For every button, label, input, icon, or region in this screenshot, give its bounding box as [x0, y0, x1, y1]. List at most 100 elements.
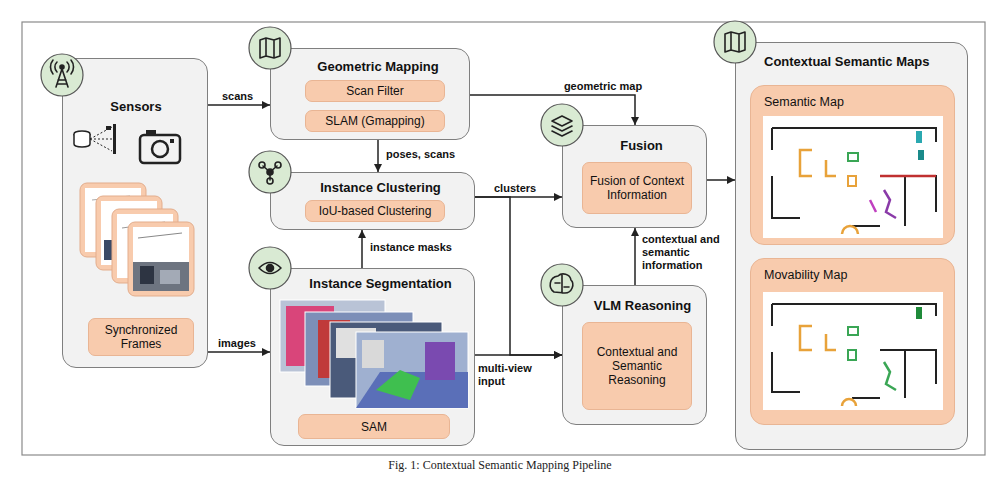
sensor-panel: SensorsSynchronized Frames	[62, 58, 208, 368]
segmentation-photos	[280, 300, 468, 408]
node-text: SLAM (Gmapping)	[325, 114, 424, 128]
map-icon-part	[714, 21, 756, 63]
connector-arrow	[475, 197, 562, 355]
frame-stack-part	[101, 201, 157, 265]
frame-stack-part	[128, 222, 194, 296]
semantic-map-image-part	[848, 153, 858, 161]
movability-map-image-part	[842, 399, 856, 406]
node-text: SAM	[361, 420, 387, 434]
process-box: Scan Filter	[305, 80, 445, 102]
frame-stack-part	[140, 266, 154, 284]
map-icon-part	[249, 27, 291, 69]
sensor-illustration-part	[152, 141, 168, 157]
semantic-map-image	[763, 116, 943, 238]
brain-icon-part	[541, 264, 583, 306]
brain-icon	[541, 264, 583, 306]
edge-label: clusters	[494, 182, 554, 195]
semantic-map-image-part	[884, 190, 896, 218]
node-text: Fusion	[583, 138, 700, 154]
movability-map-image-part	[884, 362, 896, 390]
outer-frame	[22, 22, 985, 455]
movability-map-image-part	[916, 307, 922, 319]
sensor-illustration-part	[113, 124, 116, 154]
map-icon	[714, 21, 756, 63]
semantic-map-image-part	[918, 150, 924, 160]
frame-stack-part	[133, 262, 189, 291]
node-text: Scan Filter	[346, 84, 403, 98]
frame-stack-part	[112, 209, 178, 283]
sensor-illustration-part	[74, 131, 90, 137]
segmentation-photos-part	[305, 312, 413, 386]
eye-icon-part	[267, 265, 274, 272]
segmentation-photos-part	[362, 340, 384, 368]
segmentation-photos-part	[286, 306, 334, 366]
module-panel: Geometric MappingScan FilterSLAM (Gmappi…	[270, 48, 470, 140]
cluster-icon-part	[249, 151, 291, 193]
process-box: SAM	[298, 414, 450, 439]
tower-icon-part	[60, 65, 64, 69]
sensor-illustration-part	[170, 139, 174, 143]
tower-icon-part	[50, 60, 73, 74]
semantic-map-image-part	[772, 128, 936, 226]
frame-stack-part	[138, 233, 182, 238]
node-text: Contextual and Semantic Reasoning	[589, 345, 685, 387]
cluster-icon	[249, 151, 291, 193]
node-text: Movability Map	[764, 268, 946, 283]
process-box: Contextual and Semantic Reasoning	[582, 322, 692, 410]
segmentation-photos-part	[280, 300, 385, 372]
map-panel: Movability Map	[750, 258, 955, 425]
process-box: Synchronized Frames	[88, 318, 194, 356]
segmentation-photos-part	[356, 372, 468, 408]
tower-icon	[41, 54, 83, 96]
layers-icon-part	[541, 104, 583, 146]
eye-icon-part	[259, 263, 281, 274]
sensor-illustration-part	[90, 127, 112, 151]
semantic-map-image-part	[842, 226, 858, 234]
frame-stack-part	[160, 270, 180, 284]
map-icon-part	[725, 32, 745, 52]
movability-map-image-part	[848, 327, 858, 335]
figure-caption: Fig. 1: Contextual Semantic Mapping Pipe…	[250, 458, 750, 472]
segmentation-photos-part	[318, 320, 350, 378]
cluster-icon-part	[267, 178, 273, 184]
sensor-illustration-part	[74, 134, 90, 147]
edge-label: scans	[222, 90, 272, 103]
frame-stack-part	[96, 196, 162, 270]
segmentation-photos-part	[376, 370, 420, 400]
node-text: Geometric Mapping	[293, 59, 463, 75]
layers-icon-part	[552, 116, 572, 136]
cluster-icon-part	[275, 162, 281, 168]
movability-map-image	[763, 292, 943, 410]
node-text: Sensors	[71, 99, 201, 115]
edge-label: images	[218, 337, 268, 350]
tower-icon-part	[41, 54, 83, 96]
module-panel: FusionFusion of Context Information	[562, 125, 707, 228]
node-text: Fusion of Context Information	[589, 174, 685, 202]
brain-icon-part	[550, 274, 573, 293]
frame-stack-part	[117, 214, 173, 278]
semantic-map-image-part	[800, 150, 812, 176]
frame-stack-part	[104, 240, 126, 260]
layers-icon	[541, 104, 583, 146]
cluster-icon-part	[267, 169, 273, 175]
segmentation-photos-part	[330, 322, 442, 398]
frame-stack-part	[80, 183, 146, 257]
edge-label: multi-view input	[478, 362, 544, 388]
node-text: Instance Clustering	[293, 180, 468, 196]
tower-icon-part	[56, 69, 68, 87]
segmentation-photos-part	[425, 342, 455, 380]
frame-stack-part	[133, 227, 189, 291]
movability-map-image-part	[763, 292, 943, 410]
sensor-illustration-part	[106, 126, 111, 130]
outer-frame-part	[22, 22, 985, 455]
movability-map-image-part	[848, 350, 856, 360]
semantic-map-image-part	[916, 131, 922, 143]
connector-arrow	[208, 104, 270, 106]
movability-map-image-part	[772, 304, 936, 398]
semantic-map-image-part	[763, 116, 943, 238]
edge-label: geometric map	[548, 80, 658, 93]
map-panel: Semantic Map	[750, 85, 955, 245]
process-box: Fusion of Context Information	[582, 162, 692, 214]
